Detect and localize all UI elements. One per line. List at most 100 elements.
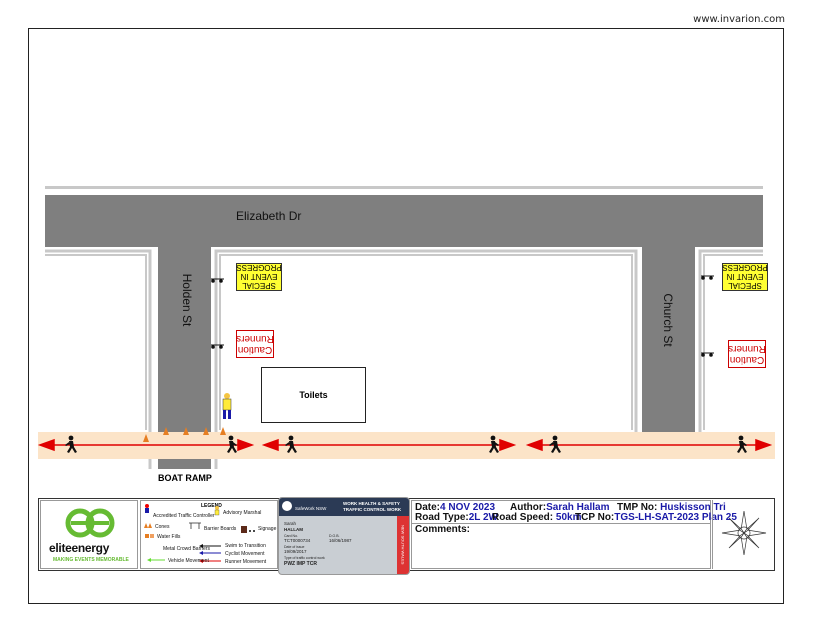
- kerb-right-inner: [703, 254, 763, 430]
- caution-runners-sign-left: Caution Runners: [236, 330, 274, 358]
- legend-marshal: Advisory Marshal: [223, 510, 262, 516]
- legend-signage: Signage: [258, 526, 277, 532]
- logo-panel: eliteenergy MAKING EVENTS MEMORABLE: [40, 500, 138, 569]
- tcp-label: TCP No:: [575, 512, 615, 523]
- author-value: Sarah Hallam: [546, 502, 610, 513]
- author-label: Author:: [510, 502, 547, 513]
- traffic-controller-icon: [222, 393, 232, 419]
- legend-panel: LEGEND Accredited Traffic Controller Adv…: [140, 500, 278, 569]
- boat-ramp-road: [158, 459, 211, 469]
- kerb-left-inner: [45, 254, 147, 430]
- legend-runner: Runner Movement: [225, 559, 267, 565]
- runner-icon-5: [549, 435, 561, 453]
- legend-symbols: [144, 504, 255, 563]
- card-name-1: Sarah: [284, 521, 297, 526]
- sign-line-1: SPECIAL: [728, 281, 762, 291]
- runner-arrow-2-head-l: [261, 438, 279, 452]
- compass-panel: [712, 500, 774, 569]
- street-label-elizabeth: Elizabeth Dr: [236, 209, 302, 223]
- cones: [143, 427, 226, 442]
- sign-line-2: EVENT IN: [726, 272, 764, 282]
- special-event-sign-left: SPECIAL EVENT IN PROGRESS: [236, 263, 282, 291]
- sign-line-2: EVENT IN: [240, 272, 278, 282]
- sign-line-3: PROGRESS: [236, 263, 282, 273]
- runner-icon-6: [737, 435, 747, 453]
- legend-cones: Cones: [155, 524, 170, 530]
- sign-line-2: Runners: [728, 343, 766, 354]
- tmp-label: TMP No:: [617, 502, 658, 513]
- runner-arrow-3-head-l: [525, 438, 543, 452]
- road-type-label: Road Type:: [415, 512, 469, 523]
- logo-icon: [65, 508, 115, 538]
- sign-line-1: Caution: [237, 344, 273, 355]
- road-type-value: 2L 2W: [468, 512, 498, 523]
- card-type: PWZ IMP TCR: [284, 561, 317, 567]
- meta-speed: Road Speed: 50km: [492, 512, 581, 523]
- safework-card: SafeWork NSW WORK HEALTH & SAFETY TRAFFI…: [278, 497, 410, 575]
- street-label-holden: Holden St: [180, 273, 194, 327]
- runner-icons: [65, 435, 747, 453]
- special-event-sign-right: SPECIAL EVENT IN PROGRESS: [722, 263, 768, 291]
- cone-2: [163, 427, 169, 435]
- meta-panel: Date:4 NOV 2023 Author:Sarah Hallam TMP …: [411, 500, 737, 569]
- cone-1: [143, 434, 149, 442]
- sign-line-2: Runners: [236, 333, 274, 344]
- kerb-left: [45, 249, 152, 469]
- sign-line-1: Caution: [729, 354, 765, 365]
- card-dob-label: D.O.B.: [329, 534, 340, 538]
- runner-icon-3: [285, 435, 297, 453]
- legend-swim: Swim to Transition: [225, 543, 266, 549]
- cone-5: [220, 427, 226, 435]
- legend-barrier-boards: Barrier Boards: [204, 526, 237, 532]
- meta-tmp: TMP No: Huskisson Tri: [617, 502, 726, 513]
- legend-title: LEGEND: [201, 503, 222, 509]
- card-title-1: WORK HEALTH & SAFETY: [343, 501, 400, 506]
- meta-tcp: TCP No:TGS-LH-SAT-2023 Plan 25: [575, 512, 737, 523]
- runner-icon-2: [227, 435, 237, 453]
- runner-arrow-1-head-l: [37, 438, 55, 452]
- card-issue: 19/09/2017: [284, 549, 307, 554]
- cone-3: [183, 427, 189, 435]
- comments-label: Comments:: [415, 524, 471, 535]
- card-dob: 16/06/1987: [329, 538, 352, 543]
- sign-line-3: PROGRESS: [722, 263, 768, 273]
- kerb-middle-inner: [219, 254, 633, 430]
- card-type-label: Type of traffic control work: [284, 556, 325, 560]
- site-url: www.invarion.com: [693, 14, 785, 25]
- street-label-church: Church St: [661, 293, 675, 347]
- kerb-middle: [214, 249, 638, 469]
- runner-icon-1: [65, 435, 77, 453]
- kerb-top: [45, 186, 763, 189]
- legend-cyclist: Cyclist Movement: [225, 551, 265, 557]
- legend-water-fills: Water Fills: [157, 534, 181, 540]
- runner-arrow-2-head-r: [499, 438, 517, 452]
- plan-frame: [28, 28, 784, 604]
- date-value: 4 NOV 2023: [440, 502, 496, 513]
- meta-author: Author:Sarah Hallam: [510, 502, 609, 513]
- nsw-emblem-icon: [282, 501, 292, 511]
- boat-ramp-label: BOAT RAMP: [158, 473, 212, 483]
- legend-crowd-barriers: Metal Crowd Barriers: [163, 546, 210, 552]
- logo-name: eliteenergy: [49, 541, 110, 555]
- church-st-road: [642, 247, 695, 435]
- card-title-2: TRAFFIC CONTROL WORK: [343, 507, 402, 512]
- runner-icon-4: [489, 435, 499, 453]
- elizabeth-dr-road: [45, 195, 763, 247]
- card-org: SafeWork NSW: [295, 506, 327, 511]
- meta-road-type: Road Type:2L 2W: [415, 512, 498, 523]
- tmp-value: Huskisson Tri: [660, 502, 726, 513]
- runner-arrow-1-head-r: [237, 438, 255, 452]
- caution-runners-sign-right: Caution Runners: [728, 340, 766, 368]
- logo-tagline: MAKING EVENTS MEMORABLE: [53, 557, 129, 563]
- card-name-2: HALLAM: [284, 527, 303, 532]
- card-header: SafeWork NSW WORK HEALTH & SAFETY TRAFFI…: [279, 498, 409, 516]
- runner-arrow-3-head-r: [755, 438, 773, 452]
- meta-line-1: Date:4 NOV 2023: [415, 502, 495, 513]
- compass-rose-icon: [721, 510, 767, 556]
- speed-value: 50km: [555, 512, 582, 523]
- cone-4: [203, 427, 209, 435]
- meta-divider: [412, 523, 710, 524]
- legend-vehicle: Vehicle Movement: [168, 558, 209, 564]
- card-issue-label: Date of issue: [284, 545, 305, 549]
